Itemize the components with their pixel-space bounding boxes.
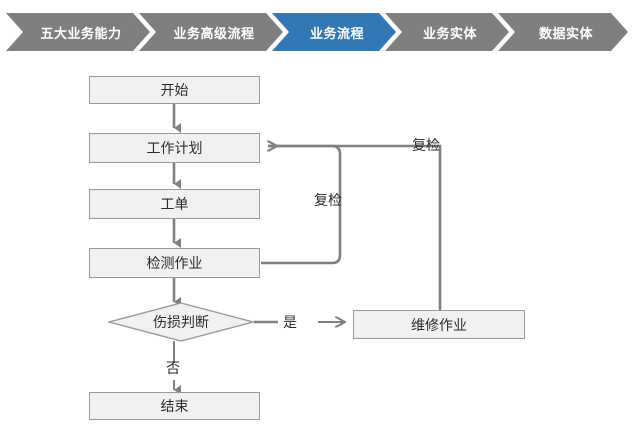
breadcrumb-item-3[interactable]: 业务流程: [272, 13, 396, 51]
breadcrumb-item-4[interactable]: 业务实体: [385, 13, 509, 51]
flow-node-work-plan-label: 工作计划: [146, 140, 203, 156]
breadcrumb-item-1[interactable]: 五大业务能力: [6, 13, 150, 51]
flow-node-inspection-label: 检测作业: [146, 255, 203, 271]
breadcrumb-item-1-label: 五大业务能力: [40, 25, 122, 41]
flow-node-damage-decision[interactable]: 伤损判断: [108, 302, 254, 342]
edge-label-no: 否: [166, 360, 180, 376]
diamond-shape: [108, 302, 254, 342]
flow-node-work-plan[interactable]: 工作计划: [89, 133, 260, 163]
flow-node-end-label: 结束: [160, 398, 189, 414]
edge-label-recheck-outer: 复检: [412, 137, 440, 153]
flow-node-end[interactable]: 结束: [89, 392, 260, 420]
edge-label-yes: 是: [283, 314, 297, 330]
flow-node-inspection[interactable]: 检测作业: [89, 248, 260, 278]
flow-node-work-order[interactable]: 工单: [89, 189, 260, 219]
edge-label-recheck-inner: 复检: [314, 192, 342, 208]
breadcrumb-item-5-label: 数据实体: [538, 25, 593, 41]
flow-node-start[interactable]: 开始: [89, 76, 260, 104]
flow-node-work-order-label: 工单: [160, 196, 189, 212]
flow-node-repair-label: 维修作业: [411, 316, 467, 333]
breadcrumb-item-5[interactable]: 数据实体: [498, 13, 628, 51]
breadcrumb-item-3-label: 业务流程: [309, 25, 364, 41]
flow-node-repair[interactable]: 维修作业: [353, 310, 525, 339]
flow-node-damage-decision-label: 伤损判断: [153, 314, 209, 330]
breadcrumb: 五大业务能力 业务高级流程 业务流程 业务实体 数据实体: [0, 13, 634, 51]
breadcrumb-item-2-label: 业务高级流程: [173, 25, 255, 41]
breadcrumb-item-2[interactable]: 业务高级流程: [139, 13, 283, 51]
breadcrumb-item-4-label: 业务实体: [422, 25, 477, 41]
flow-node-start-label: 开始: [160, 82, 189, 98]
